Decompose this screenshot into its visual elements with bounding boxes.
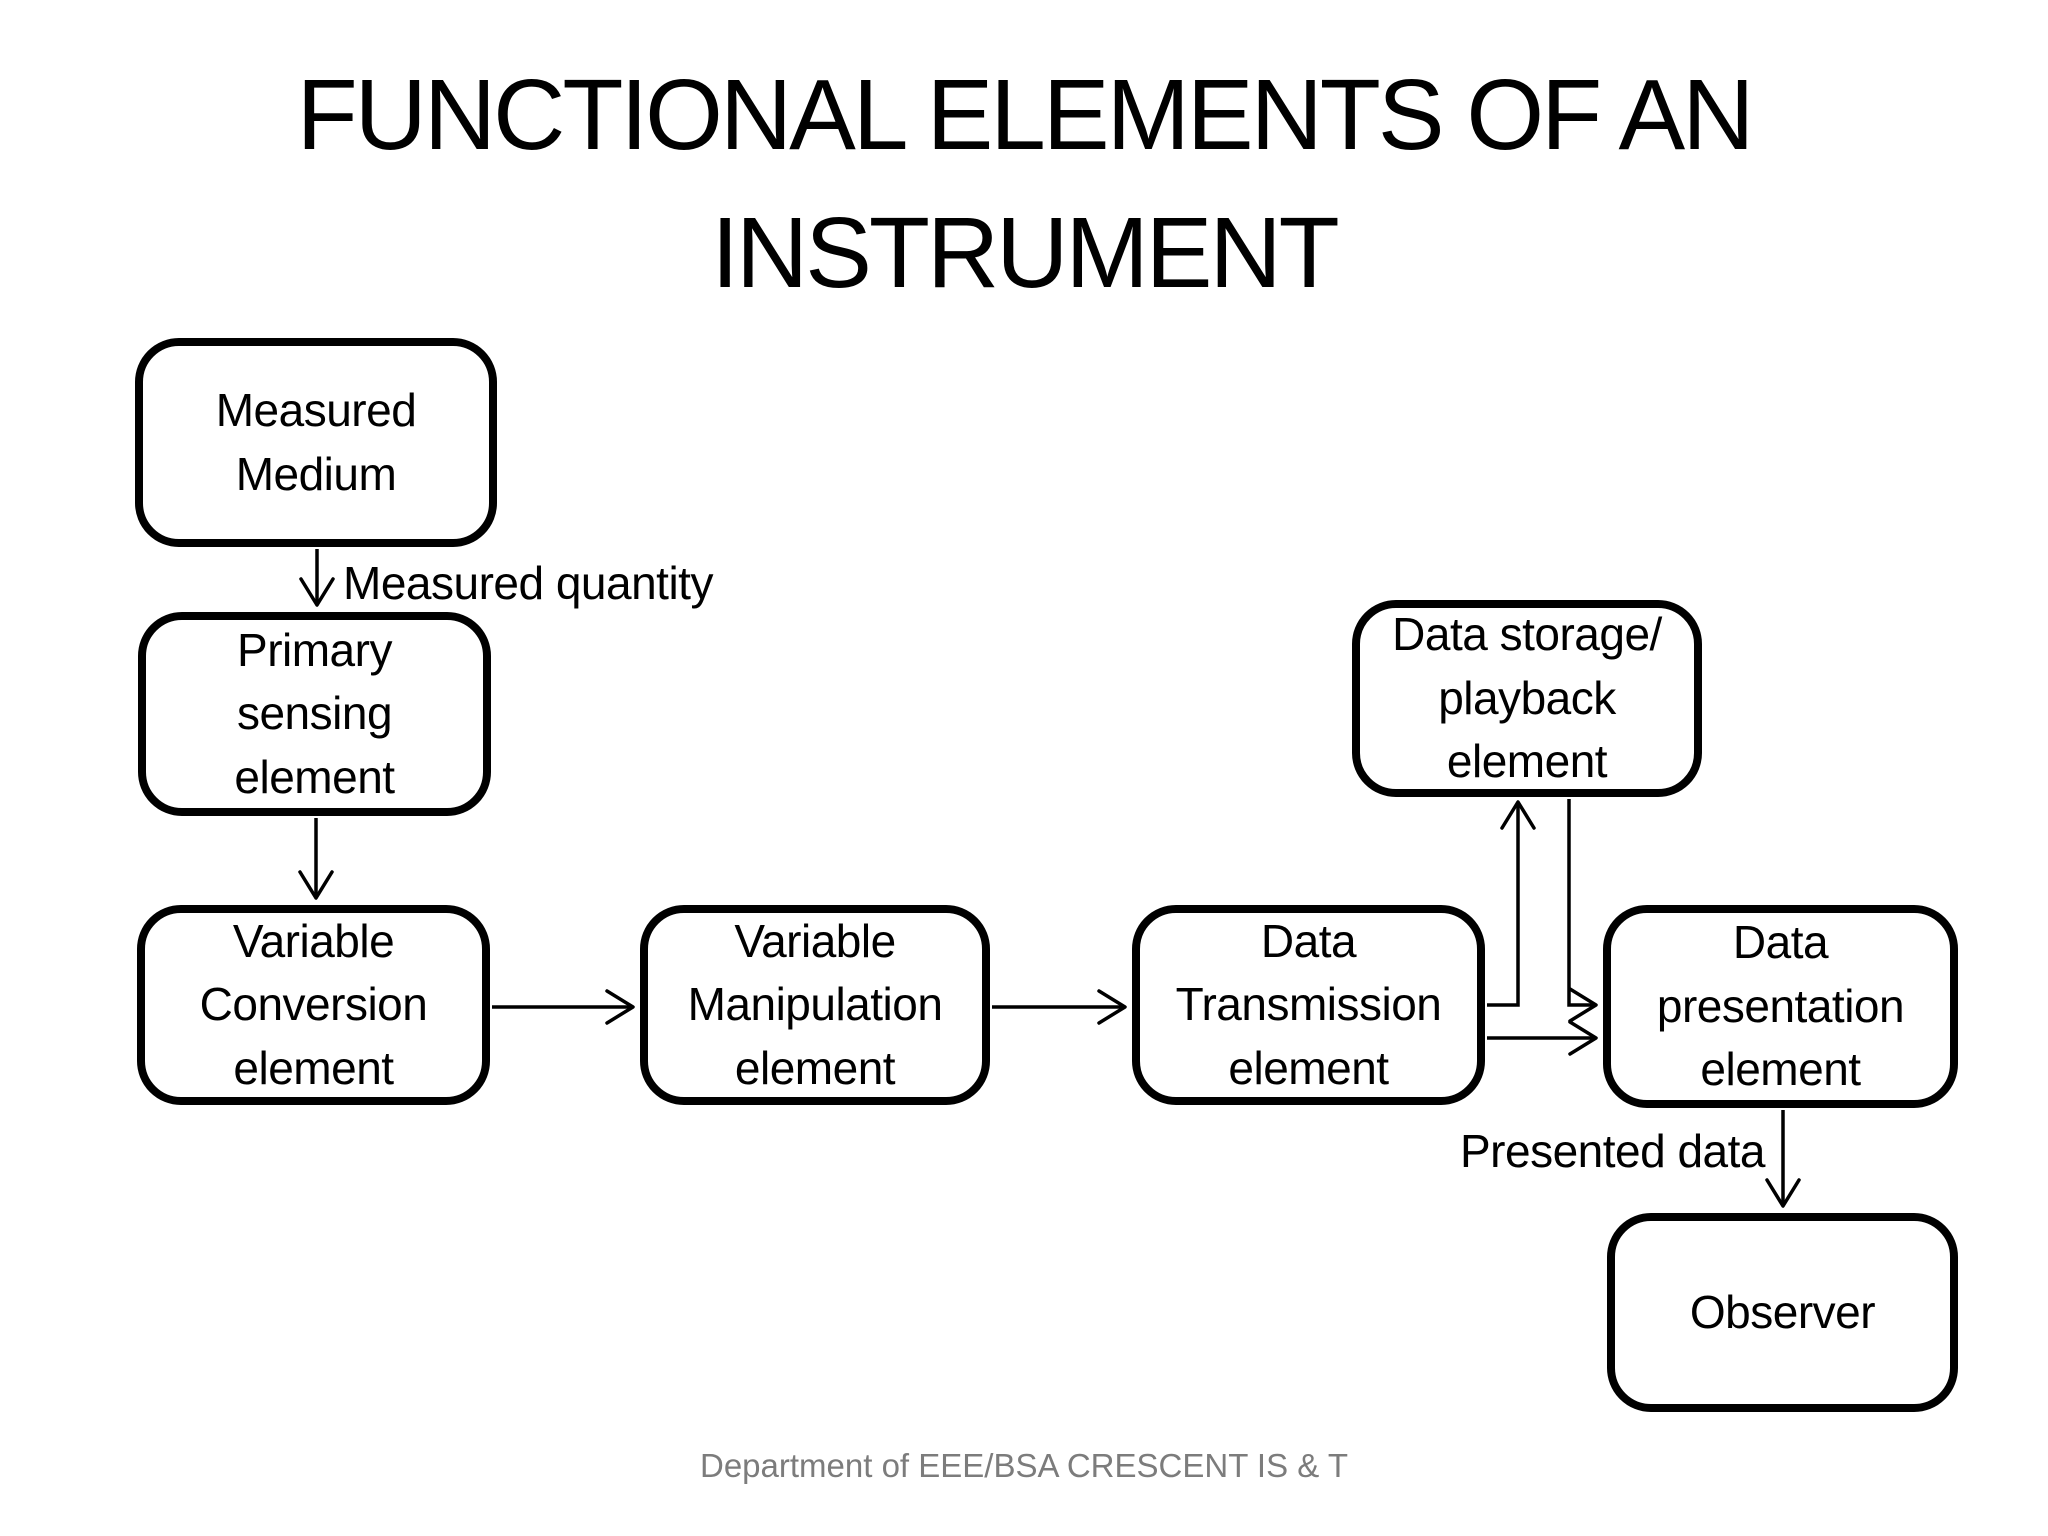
box-variable-conversion-element: Variable Conversion element — [137, 905, 490, 1105]
box-data-storage-playback-element: Data storage/ playback element — [1352, 600, 1702, 797]
box-observer-label: Observer — [1689, 1285, 1876, 1338]
box-measured-medium-label: Measured Medium — [215, 384, 417, 500]
slide-footer: Department of EEE/BSA CRESCENT IS & T — [699, 1447, 1349, 1484]
box-measured-medium: Measured Medium — [135, 338, 497, 547]
slide-title-line-2: INSTRUMENT — [711, 197, 1340, 309]
edge-label-presented-data: Presented data — [1459, 1125, 1766, 1177]
box-primary-sensing-element: Primary sensing element — [138, 612, 491, 816]
box-data-transmission-element-label: Data Transmission element — [1175, 914, 1442, 1094]
box-variable-manipulation-element-label: Variable Manipulation element — [687, 914, 943, 1094]
box-variable-conversion-element-label: Variable Conversion element — [199, 914, 428, 1094]
box-primary-sensing-element-label: Primary sensing element — [234, 623, 395, 803]
box-data-presentation-element-label: Data presentation element — [1656, 916, 1905, 1096]
arrow-data-storage-to-data-presentation — [1567, 799, 1598, 1023]
box-data-transmission-element: Data Transmission element — [1132, 905, 1485, 1105]
box-observer: Observer — [1607, 1213, 1958, 1412]
arrow-data-transmission-to-data-storage — [1487, 800, 1536, 1007]
edge-label-measured-quantity: Measured quantity — [343, 557, 713, 609]
box-variable-manipulation-element: Variable Manipulation element — [640, 905, 990, 1105]
slide-title-line-1: FUNCTIONAL ELEMENTS OF AN — [296, 59, 1755, 171]
box-data-storage-playback-element-label: Data storage/ playback element — [1392, 608, 1662, 788]
box-data-presentation-element: Data presentation element — [1603, 905, 1958, 1108]
